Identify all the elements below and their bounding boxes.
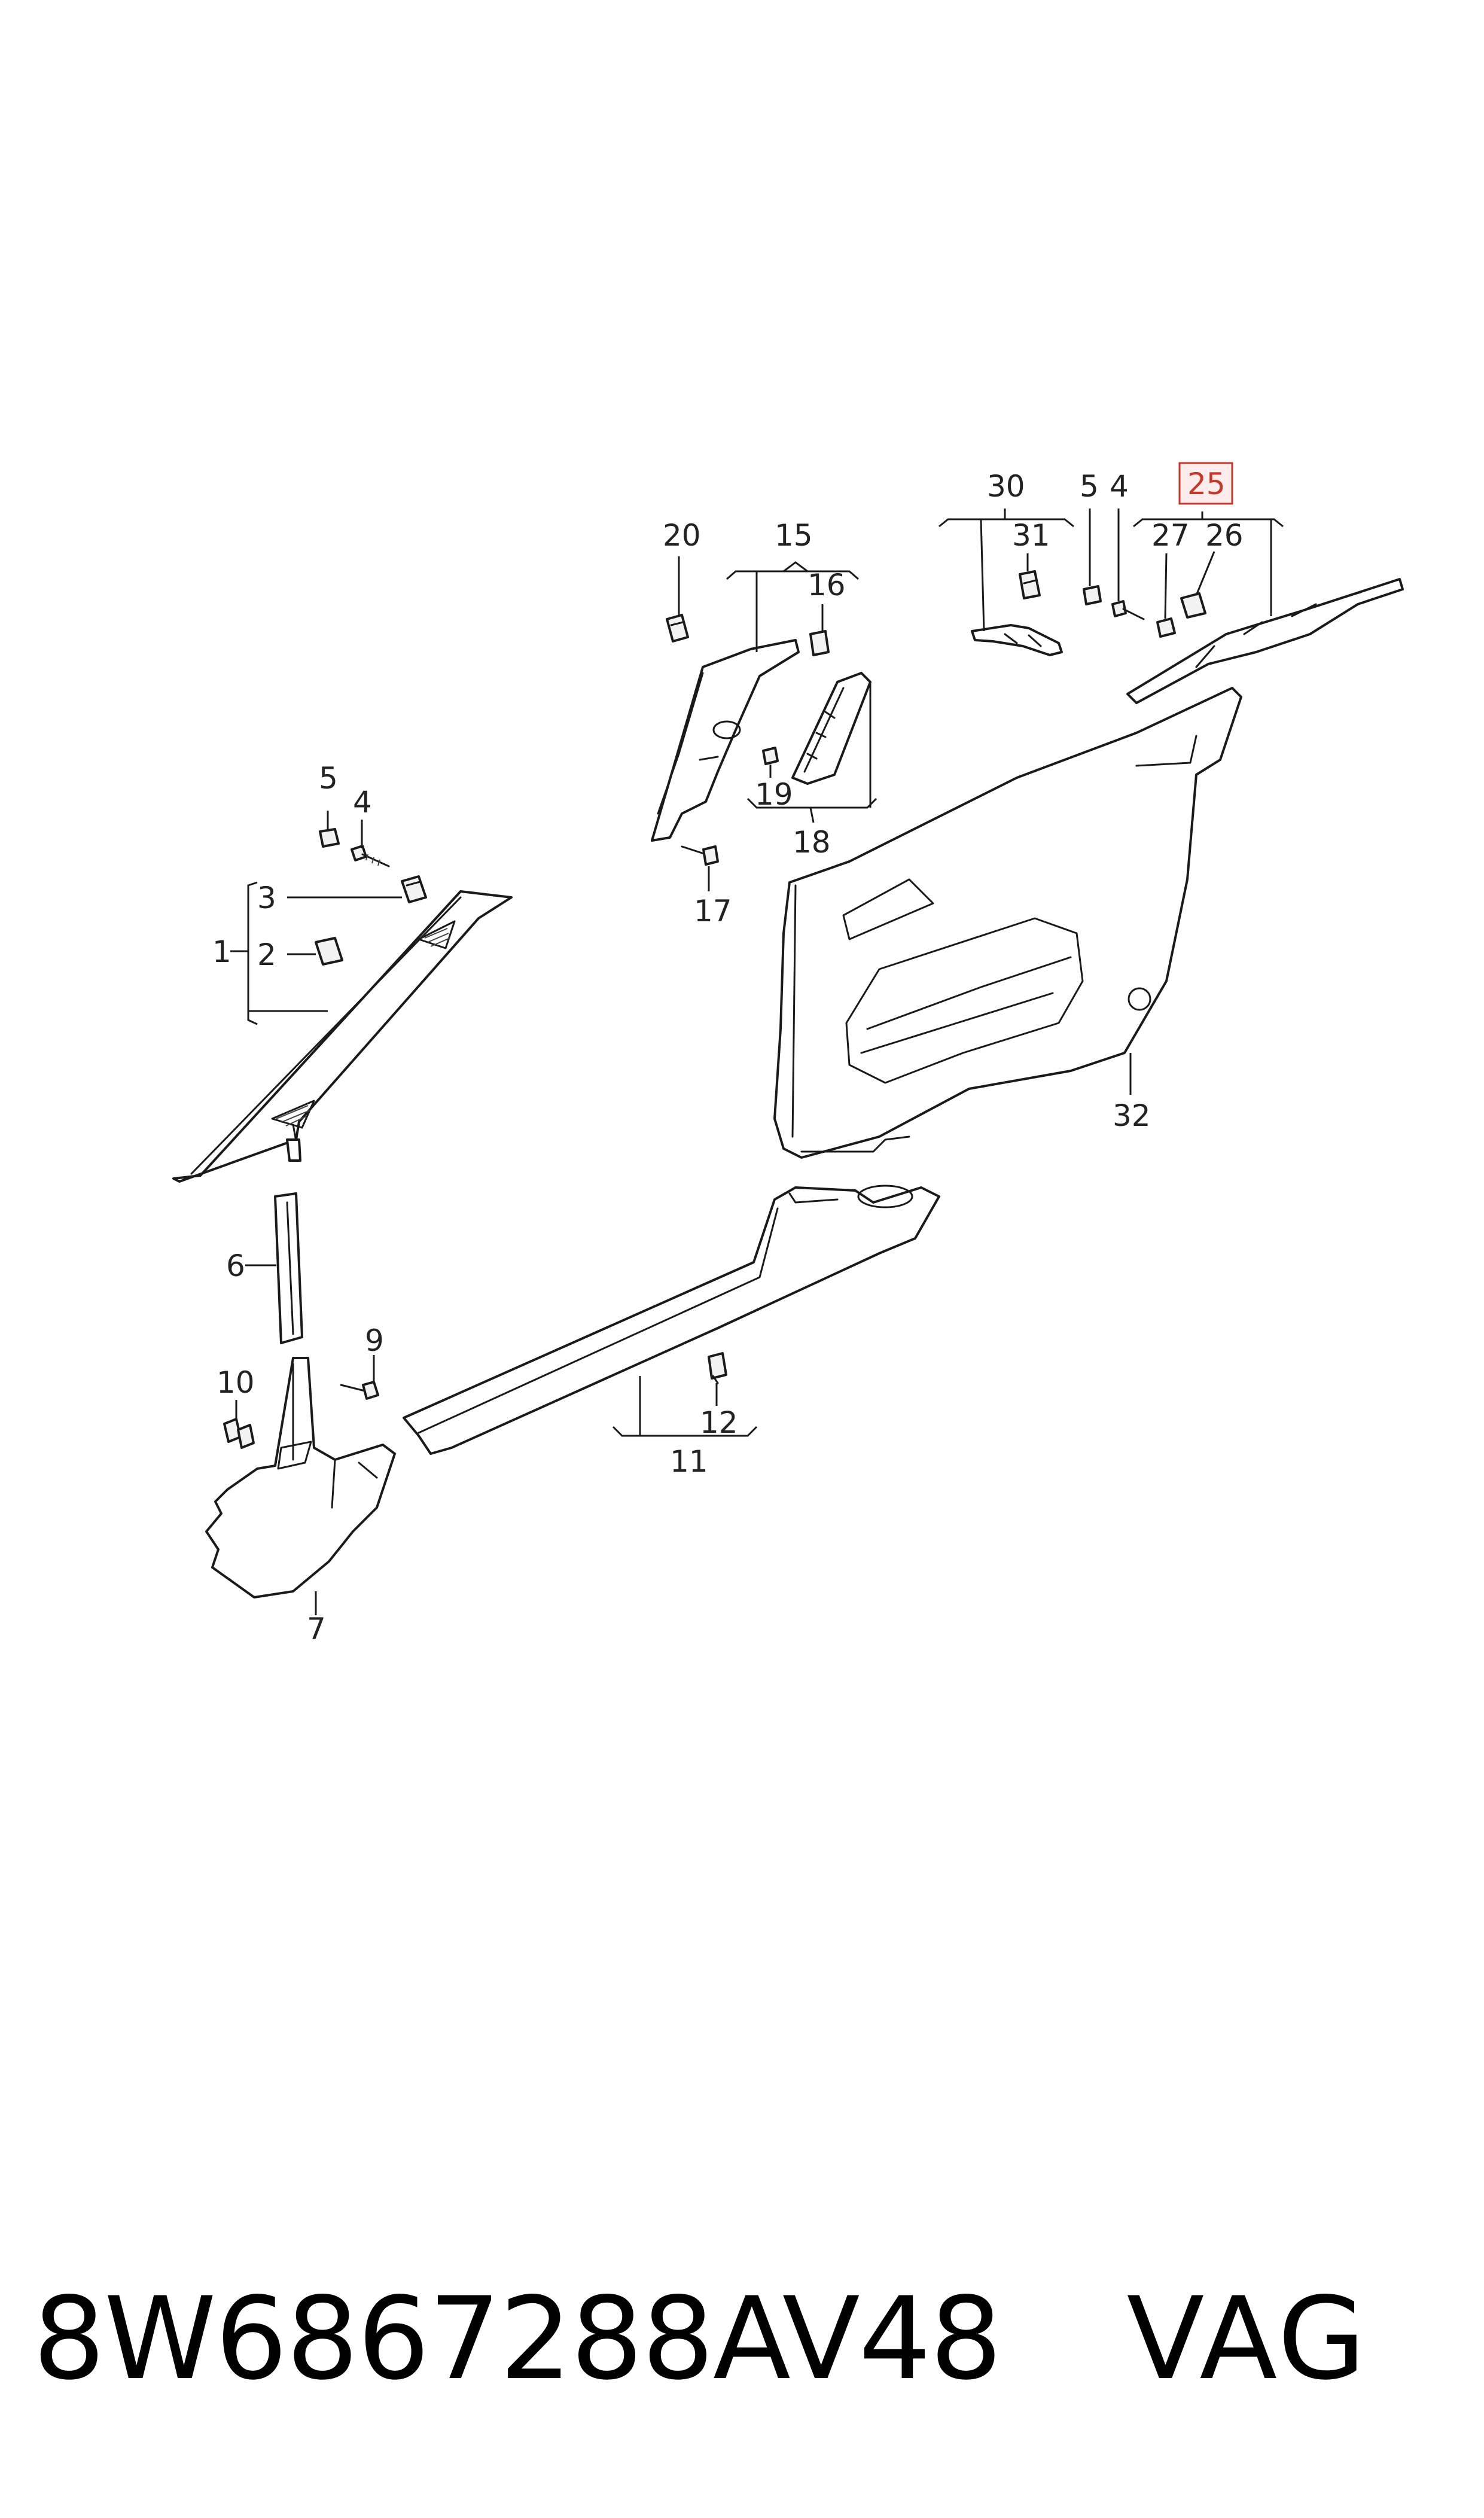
brand-label: VAG [1126,2273,1369,2405]
callout-20: 20 [663,518,701,553]
screw-9 [340,1381,379,1400]
clip-2 [315,937,343,966]
b-pillar-upper-trim [651,639,800,842]
callout-30: 30 [987,469,1025,504]
callout-10: 10 [217,1365,255,1400]
callout-4-right: 4 [1110,469,1129,504]
rear-side-trim-panel [773,687,1242,1159]
b-pillar-strip [274,1192,303,1344]
callout-18: 18 [793,825,831,860]
upper-rear-trim-strip [1126,578,1404,704]
clip-5-right [1083,585,1102,605]
clip-26 [1180,592,1206,619]
clip-10 [223,1418,255,1449]
callout-19: 19 [755,777,793,812]
callout-32: 32 [1113,1098,1151,1133]
callout-26: 26 [1205,518,1244,553]
callout-25: 25 [1187,467,1226,501]
lower-side-trim [205,1357,396,1599]
part-number: 8W6867288AV48 [33,2273,1002,2405]
callout-1: 1 [212,934,231,969]
a-pillar-trim [172,890,513,1183]
callout-31: 31 [1012,518,1050,553]
clip-19 [762,747,779,765]
clip-31 [1019,570,1041,599]
callout-2: 2 [257,937,276,972]
b-pillar-seal-18 [791,672,871,785]
clip-5-left [319,828,340,848]
clip-12 [708,1352,727,1384]
callout-5-left: 5 [319,761,338,796]
leader-lines [230,509,1284,1615]
callout-labels: 1 2 3 4 5 6 7 9 10 11 12 15 16 17 18 19 … [212,467,1244,1646]
callout-3: 3 [257,881,276,915]
highlight-box-25 [1178,462,1233,505]
callout-4-left: 4 [353,785,372,820]
callout-12: 12 [700,1405,738,1440]
footer: 8W6867288AV48 VAG [33,2249,1456,2429]
callout-7: 7 [307,1612,326,1646]
callout-9: 9 [365,1323,384,1358]
clip-3 [401,875,427,903]
clip-27 [1156,617,1176,638]
bracket-30 [971,624,1063,656]
screw-4-left [351,845,390,867]
screw-4-right [1111,600,1145,620]
callout-11: 11 [670,1444,708,1479]
callout-17: 17 [694,894,732,928]
screw-17 [681,845,719,866]
callout-6: 6 [226,1249,245,1283]
callout-15: 15 [775,518,813,553]
callout-27: 27 [1151,518,1190,553]
callout-16: 16 [807,568,846,602]
clip-16 [809,630,830,656]
callout-5-right: 5 [1080,469,1099,504]
clip-20 [666,614,689,643]
door-sill-trim [403,1185,940,1455]
